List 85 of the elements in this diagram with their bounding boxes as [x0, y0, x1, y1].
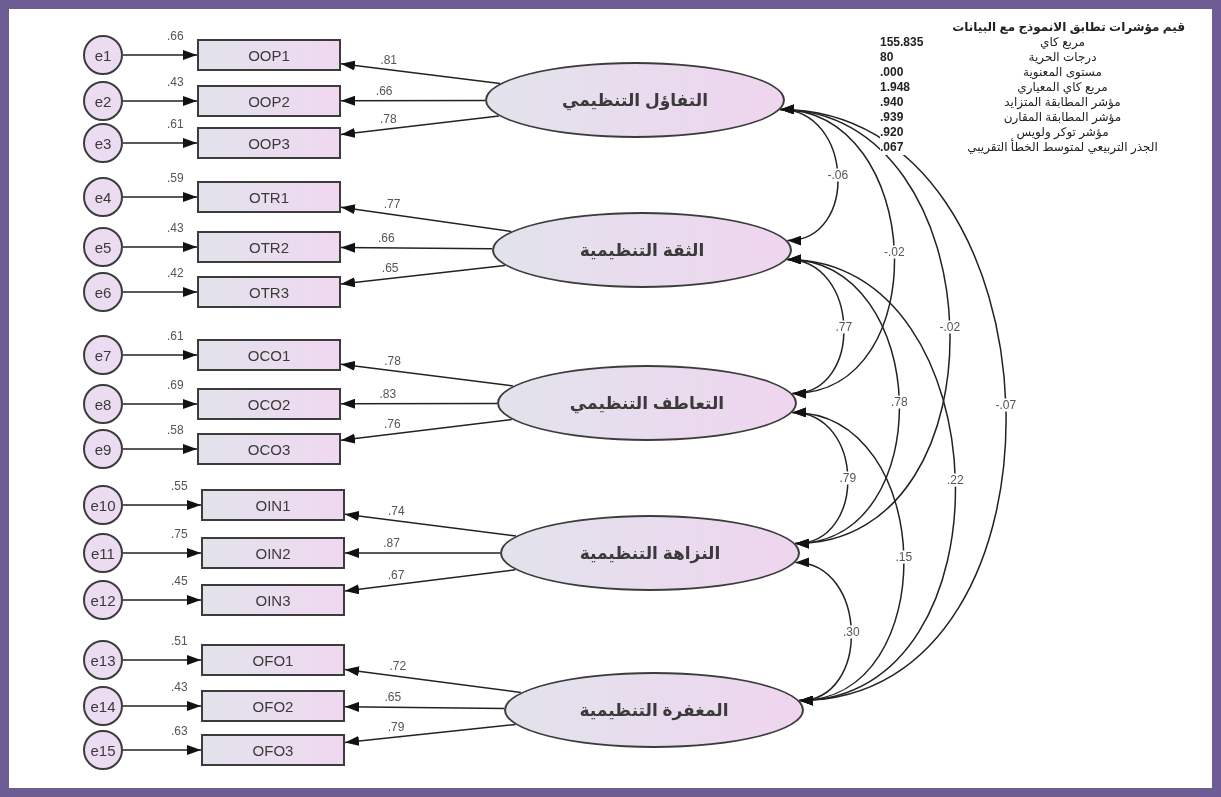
squared-correlation-value: .61	[167, 330, 184, 343]
indicator-box: OFO1	[201, 644, 345, 676]
arrow	[122, 745, 202, 755]
edge-label: .78	[378, 112, 399, 126]
indicator-box: OCO2	[197, 388, 341, 420]
squared-correlation-value: .45	[171, 575, 188, 588]
edge-label: .79	[837, 471, 859, 485]
indicator-box: OFO2	[201, 690, 345, 722]
edge-label: .22	[945, 473, 966, 487]
indicator-box: OCO3	[197, 433, 341, 465]
edge-label: .77	[381, 198, 403, 211]
edge-label: .79	[385, 720, 407, 734]
arrow	[122, 138, 198, 148]
edge-label: .67	[385, 568, 407, 582]
squared-correlation-value: .61	[167, 118, 184, 131]
arrow	[340, 360, 514, 387]
edge-label: .78	[382, 354, 403, 368]
indicator-box: OOP3	[197, 127, 341, 159]
arrow	[340, 115, 500, 138]
arrow	[122, 242, 198, 252]
squared-correlation-value: .69	[167, 379, 184, 392]
arrow	[340, 60, 501, 85]
arrow	[340, 95, 486, 106]
arrow	[122, 444, 198, 454]
edge-label: .30	[841, 625, 862, 638]
indicator-box: OTR2	[197, 231, 341, 263]
edge-label: .77	[833, 320, 855, 333]
arrow	[122, 701, 202, 711]
squared-correlation-value: .66	[167, 30, 184, 43]
edge-label: .83	[377, 387, 399, 401]
arrow	[340, 398, 498, 409]
squared-correlation-value: .75	[171, 528, 188, 541]
arrow	[122, 399, 198, 409]
indicator-box: OIN3	[201, 584, 345, 616]
squared-correlation-value: .59	[167, 172, 184, 185]
indicator-box: OIN2	[201, 537, 345, 569]
edge-label: .78	[889, 395, 910, 408]
edge-label: -.06	[825, 168, 851, 182]
arrow	[340, 242, 493, 253]
indicator-box: OFO3	[201, 734, 345, 766]
edge-label: .65	[379, 261, 401, 275]
arrow	[344, 723, 517, 746]
arrow	[122, 655, 202, 665]
edge-label: .81	[378, 53, 400, 67]
squared-correlation-value: .58	[167, 424, 184, 437]
arrow	[122, 350, 198, 360]
arrow	[344, 701, 505, 712]
edge-label: .66	[373, 84, 395, 98]
double-headed-arrow	[779, 106, 1007, 704]
indicator-box: OOP1	[197, 39, 341, 71]
arrow	[344, 569, 517, 595]
arrow	[122, 548, 202, 558]
arrow	[122, 50, 198, 60]
arrow	[344, 511, 517, 537]
indicator-box: OTR1	[197, 181, 341, 213]
double-headed-arrow	[794, 559, 853, 704]
arrow	[122, 96, 198, 106]
arrow	[340, 204, 512, 233]
arrow	[344, 666, 522, 694]
arrow	[344, 548, 501, 558]
indicator-box: OOP2	[197, 85, 341, 117]
indicator-box: OCO1	[197, 339, 341, 371]
squared-correlation-value: .63	[171, 725, 188, 738]
squared-correlation-value: .51	[171, 635, 188, 648]
edge-label: -.02	[882, 245, 907, 258]
arrow	[340, 264, 506, 288]
squared-correlation-value: .43	[167, 76, 184, 89]
arrow	[122, 192, 198, 202]
edge-label: -.07	[993, 398, 1019, 412]
edge-label: .15	[893, 550, 915, 563]
arrow	[122, 500, 202, 510]
indicator-box: OTR3	[197, 276, 341, 308]
indicator-box: OIN1	[201, 489, 345, 521]
edge-label: .87	[381, 536, 402, 550]
squared-correlation-value: .42	[167, 267, 184, 280]
squared-correlation-value: .43	[167, 222, 184, 235]
edge-label: .65	[382, 690, 404, 704]
squared-correlation-value: .55	[171, 480, 188, 493]
arrow	[122, 287, 198, 297]
edge-label: -.02	[937, 320, 963, 333]
double-headed-arrow	[786, 256, 957, 704]
squared-correlation-value: .43	[171, 681, 188, 694]
edge-label: .72	[387, 659, 409, 673]
arrow	[122, 595, 202, 605]
arrow	[340, 418, 513, 444]
